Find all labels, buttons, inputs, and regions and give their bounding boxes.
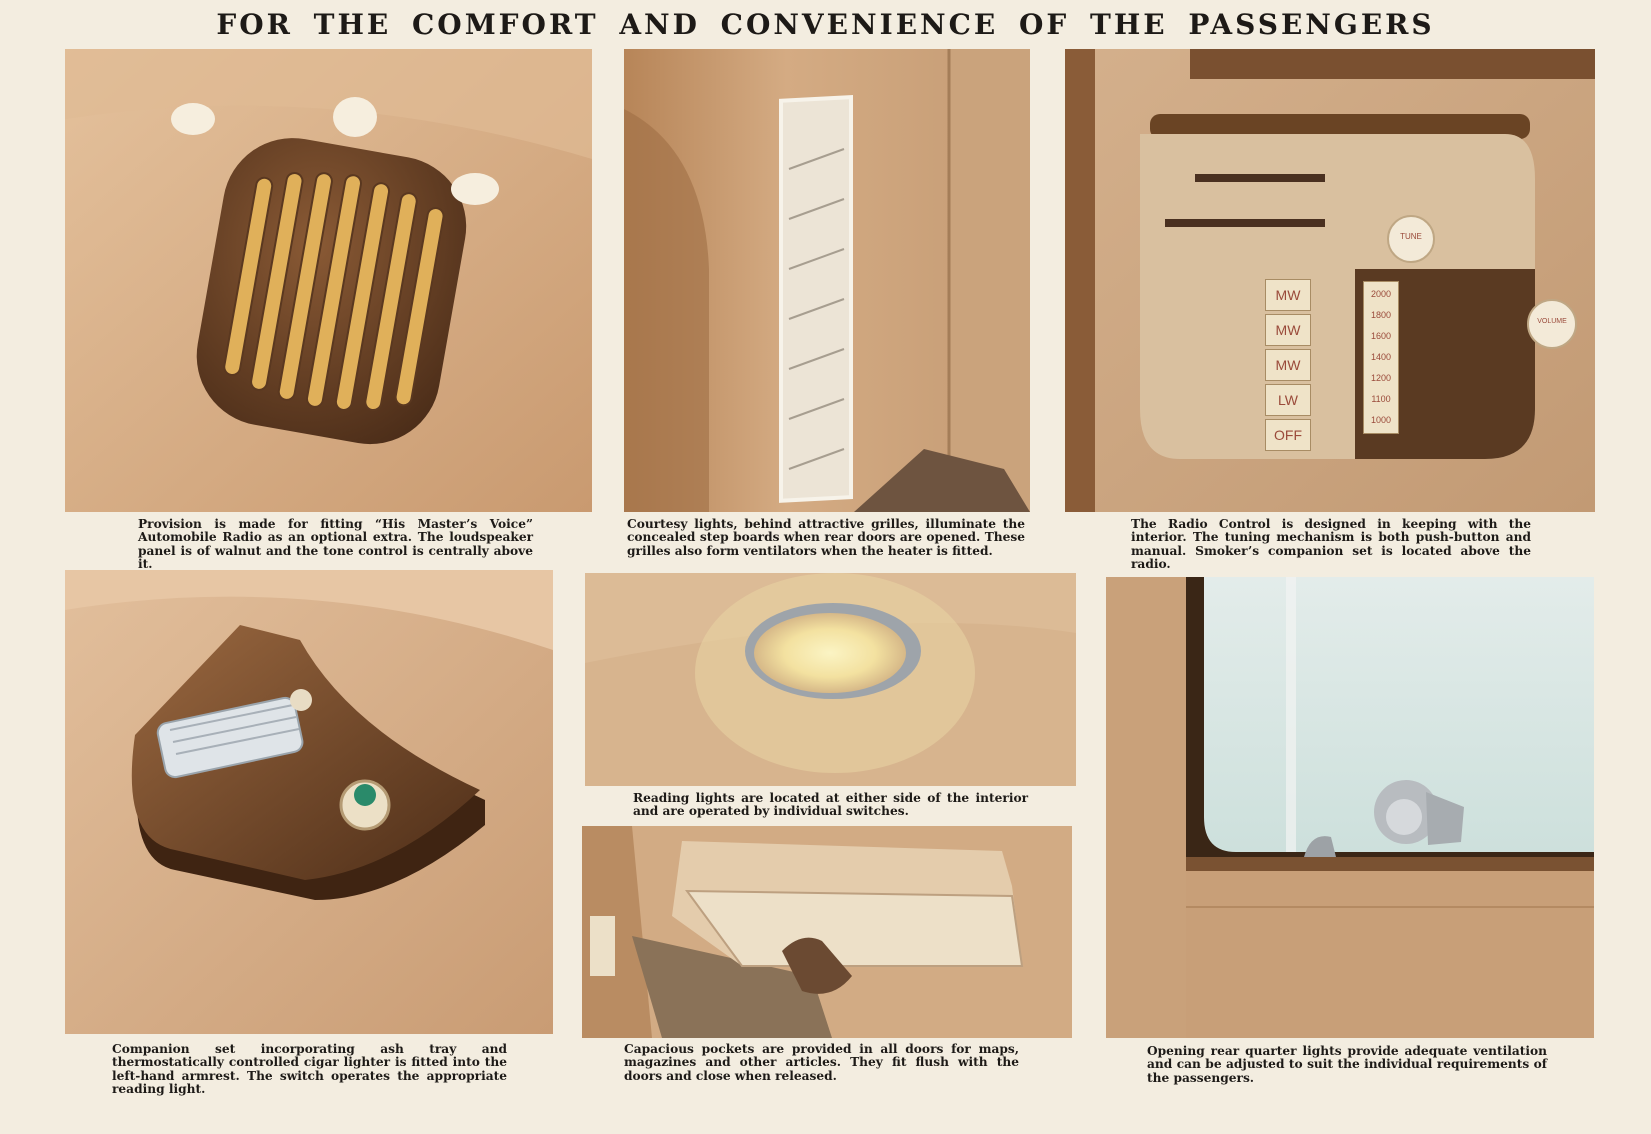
radio-control-caption: The Radio Control is designed in keeping… <box>1131 517 1531 572</box>
preset-button[interactable]: OFF <box>1265 419 1311 451</box>
preset-button[interactable]: MW <box>1265 279 1311 311</box>
quarter-lights-caption: Opening rear quarter lights provide adeq… <box>1147 1044 1547 1085</box>
courtesy-lights-illustration <box>624 49 1030 512</box>
radio-speaker-caption: Provision is made for fitting “His Maste… <box>138 517 533 572</box>
door-pockets-illustration <box>582 826 1072 1038</box>
dial-mark: 1000 <box>1370 415 1392 425</box>
dial-mark: 1800 <box>1370 310 1392 320</box>
door-pockets-caption: Capacious pockets are provided in all do… <box>624 1042 1019 1083</box>
tuning-dial: 2000 1800 1600 1400 1200 1100 1000 <box>1363 281 1399 434</box>
companion-set-caption: Companion set incorporating ash tray and… <box>112 1042 507 1097</box>
page-title: FOR THE COMFORT AND CONVENIENCE OF THE P… <box>216 8 1435 41</box>
volume-knob[interactable]: VOLUME <box>1527 299 1577 349</box>
preset-button[interactable]: MW <box>1265 314 1311 346</box>
reading-lights-caption: Reading lights are located at either sid… <box>633 791 1028 819</box>
dial-mark: 2000 <box>1370 289 1392 299</box>
dial-mark: 1400 <box>1370 352 1392 362</box>
dial-mark: 1600 <box>1370 331 1392 341</box>
dial-mark: 1200 <box>1370 373 1392 383</box>
tune-knob[interactable]: TUNE <box>1387 215 1435 263</box>
radio-preset-buttons: MW MW MW LW OFF <box>1265 279 1311 451</box>
radio-control-illustration: MW MW MW LW OFF 2000 1800 1600 1400 1200… <box>1065 49 1595 512</box>
preset-button[interactable]: LW <box>1265 384 1311 416</box>
companion-set-illustration <box>65 570 553 1034</box>
dial-mark: 1100 <box>1371 394 1391 404</box>
courtesy-lights-caption: Courtesy lights, behind attractive grill… <box>627 517 1025 558</box>
radio-speaker-illustration <box>65 49 592 512</box>
preset-button[interactable]: MW <box>1265 349 1311 381</box>
quarter-lights-illustration <box>1106 577 1594 1038</box>
reading-lights-illustration <box>585 573 1076 786</box>
